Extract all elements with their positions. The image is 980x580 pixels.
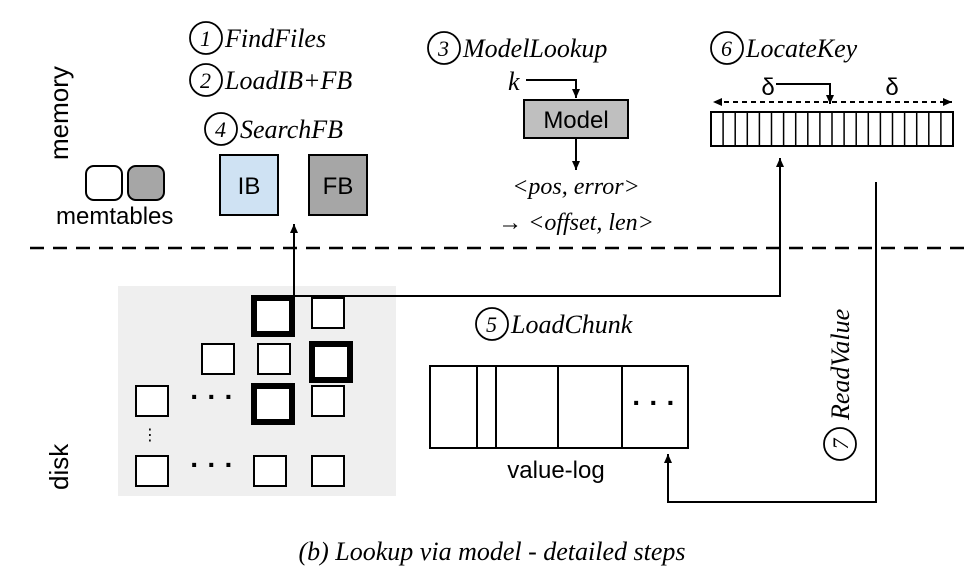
- step-number: 2: [200, 68, 211, 93]
- memory-region-label: memory: [44, 66, 74, 160]
- step-locate-key: 6 LocateKey: [710, 31, 858, 65]
- key-chunk-array: [710, 111, 954, 147]
- lsm-sstables: [135, 295, 353, 487]
- step-number-circle: [427, 31, 461, 65]
- step-number-circle: [189, 21, 223, 55]
- step-number: 7: [828, 438, 853, 450]
- step-number: 6: [721, 36, 732, 61]
- step-number-circle: [710, 31, 744, 65]
- model-output-offset-len: → <offset, len>: [498, 210, 654, 236]
- lsm-ellipsis-vertical: ⋮: [142, 427, 158, 444]
- model-output-pos-error: <pos, error>: [512, 174, 640, 200]
- model-box: [523, 99, 629, 139]
- step-load-ib-fb: 2 LoadIB+FB: [189, 63, 352, 97]
- step-number: 3: [437, 36, 449, 61]
- step-number-circle: [204, 112, 238, 146]
- step-number: 1: [200, 26, 211, 51]
- sstable: [311, 385, 345, 417]
- model-box-label: Model: [543, 107, 608, 134]
- sstable-selected: [309, 341, 353, 383]
- index-block-label: IB: [238, 173, 261, 200]
- key-to-model-arrow: [526, 79, 580, 98]
- step-load-chunk: 5 LoadChunk: [475, 307, 633, 341]
- step-label: LocateKey: [745, 34, 858, 63]
- value-log-label: value-log: [507, 457, 604, 484]
- model-input-key: k: [508, 67, 520, 96]
- step-label: LoadChunk: [510, 310, 633, 339]
- read-value-arrow: [664, 182, 877, 503]
- step-model-lookup: 3 ModelLookup: [427, 31, 607, 65]
- position-pointer-arrow: [776, 83, 834, 104]
- step-number-circle: [475, 307, 509, 341]
- index-block: [219, 154, 279, 216]
- delta-right-label: δ: [885, 74, 898, 101]
- figure-caption: (b) Lookup via model - detailed steps: [298, 537, 685, 566]
- step-search-fb: 4 SearchFB: [204, 112, 343, 146]
- memtable-immutable: [127, 165, 165, 201]
- load-chunk-arrow: [294, 158, 784, 297]
- value-log-ellipsis: · · ·: [632, 387, 676, 418]
- filter-block: [308, 154, 368, 216]
- step-find-files: 1 FindFiles: [189, 21, 326, 55]
- sstable: [257, 343, 291, 375]
- sstable: [311, 455, 345, 487]
- memtables-label: memtables: [56, 203, 173, 230]
- value-log: · · · value-log: [429, 365, 689, 484]
- step-number: 5: [486, 312, 497, 337]
- sstable-selected: [251, 383, 295, 425]
- lsm-ellipsis-level4: · · ·: [190, 449, 234, 480]
- step-label: ModelLookup: [462, 34, 607, 63]
- sstable: [201, 343, 235, 375]
- sstable: [135, 455, 169, 487]
- disk-region-label: disk: [44, 443, 74, 490]
- step-read-value: 7 ReadValue: [823, 309, 857, 461]
- sstable: [135, 385, 169, 417]
- sstable: [311, 297, 345, 329]
- delta-left-label: δ: [761, 74, 774, 101]
- step-number-circle: [189, 63, 223, 97]
- sstable-selected: [251, 295, 295, 337]
- step-label: LoadIB+FB: [224, 66, 352, 95]
- sstable: [253, 455, 287, 487]
- memtable-active: [85, 165, 123, 201]
- step-number: 4: [215, 117, 226, 142]
- step-label: SearchFB: [240, 115, 343, 144]
- filter-block-label: FB: [323, 173, 354, 200]
- step-number-circle: [823, 427, 857, 461]
- step-label: FindFiles: [224, 24, 326, 53]
- step-label: ReadValue: [826, 309, 855, 421]
- lsm-ellipsis-level3: · · ·: [190, 381, 234, 412]
- memtables: memtables: [56, 165, 173, 230]
